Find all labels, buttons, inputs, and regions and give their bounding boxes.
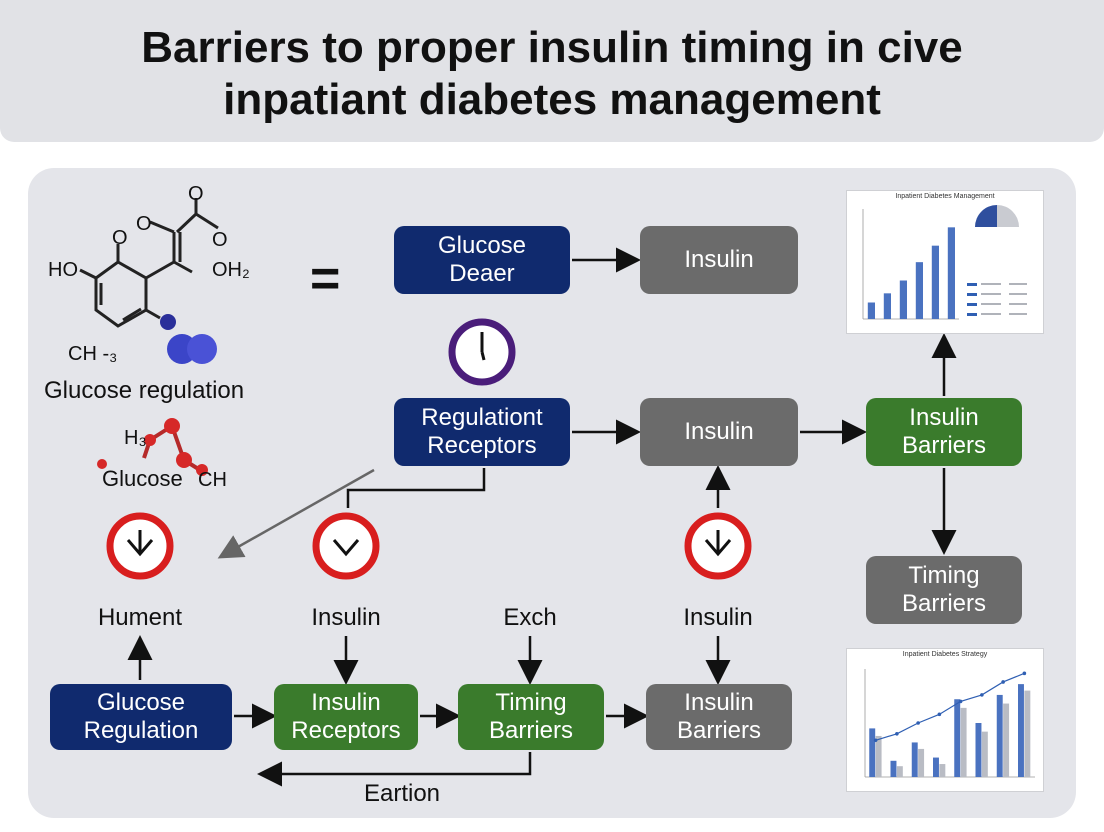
page-title: Barriers to proper insulin timing in civ… bbox=[0, 22, 1104, 126]
bar bbox=[981, 731, 988, 777]
chart-title: Inpatient Diabetes Strategy bbox=[902, 651, 988, 658]
legend-line bbox=[981, 313, 1001, 315]
insulin-receptors-box: Insulin Receptors bbox=[274, 684, 418, 750]
label-insulin: Insulin bbox=[311, 604, 381, 631]
trend-point bbox=[1022, 671, 1027, 676]
bar bbox=[1024, 690, 1031, 777]
legend-line bbox=[981, 293, 1001, 295]
label-eartion: Eartion bbox=[363, 780, 441, 807]
trend-point bbox=[895, 732, 899, 736]
bar bbox=[975, 723, 982, 777]
bar-chart bbox=[864, 669, 1035, 778]
glucose-deaer-box: Glucose Deaer bbox=[394, 226, 570, 294]
insulin-barriers-right-box: Insulin Barriers bbox=[866, 398, 1022, 466]
bar bbox=[939, 764, 946, 777]
regulation-receptors-box: Regulationt Receptors bbox=[394, 398, 570, 466]
legend-swatch bbox=[967, 283, 977, 286]
bar bbox=[960, 707, 967, 777]
insulin-mid-box: Insulin bbox=[640, 398, 798, 466]
bar bbox=[918, 748, 925, 777]
pie-slice bbox=[997, 205, 1019, 227]
pie-slice bbox=[975, 227, 1019, 249]
bar bbox=[883, 293, 891, 319]
label-insulin: Insulin bbox=[683, 604, 753, 631]
trend-point bbox=[873, 738, 878, 743]
trend-point bbox=[980, 693, 984, 697]
legend-line bbox=[1009, 313, 1027, 315]
legend-line bbox=[1009, 283, 1027, 285]
bar bbox=[1018, 684, 1024, 777]
legend-swatch bbox=[967, 303, 977, 306]
bar bbox=[933, 757, 939, 777]
insulin-barriers-bottom-box: Insulin Barriers bbox=[646, 684, 792, 750]
label-exch: Exch bbox=[503, 604, 557, 631]
bar-chart bbox=[862, 205, 1027, 320]
bar bbox=[890, 760, 897, 777]
bar bbox=[867, 302, 875, 319]
legend-line bbox=[981, 303, 1001, 305]
bar bbox=[869, 728, 876, 777]
glucose-regulation-box: Glucose Regulation bbox=[50, 684, 232, 750]
timing-barriers-right-box: Timing Barriers bbox=[866, 556, 1022, 624]
legend-line bbox=[981, 283, 1001, 285]
pie-slice bbox=[975, 205, 997, 227]
legend-line bbox=[1009, 303, 1027, 305]
trend-line bbox=[875, 672, 1025, 741]
chart-card-top: Inpatient Diabetes Management bbox=[846, 190, 1044, 334]
chart-card-bottom: Inpatient Diabetes Strategy bbox=[846, 648, 1044, 792]
insulin-top-box: Insulin bbox=[640, 226, 798, 294]
bar bbox=[915, 262, 923, 319]
bar bbox=[899, 280, 907, 319]
legend-swatch bbox=[967, 313, 977, 316]
title-banner: Barriers to proper insulin timing in civ… bbox=[0, 0, 1104, 142]
trend-point bbox=[958, 699, 963, 704]
bar bbox=[947, 227, 955, 319]
title-line-1: Barriers to proper insulin timing in civ… bbox=[141, 23, 963, 72]
bar bbox=[996, 694, 1003, 777]
bar bbox=[911, 742, 918, 777]
legend-swatch bbox=[967, 293, 977, 296]
trend-point bbox=[916, 721, 920, 725]
title-line-2: inpatiant diabetes management bbox=[223, 75, 881, 124]
bar bbox=[954, 699, 961, 777]
label-hument: Hument bbox=[97, 604, 183, 631]
legend-line bbox=[1009, 293, 1027, 295]
trend-point bbox=[937, 712, 942, 717]
chart-title: Inpatient Diabetes Management bbox=[895, 193, 995, 200]
trend-point bbox=[1001, 680, 1005, 684]
bar bbox=[1003, 703, 1010, 777]
bar bbox=[896, 766, 903, 777]
timing-barriers-bottom-box: Timing Barriers bbox=[458, 684, 604, 750]
bar bbox=[875, 735, 882, 777]
bar bbox=[931, 245, 939, 319]
